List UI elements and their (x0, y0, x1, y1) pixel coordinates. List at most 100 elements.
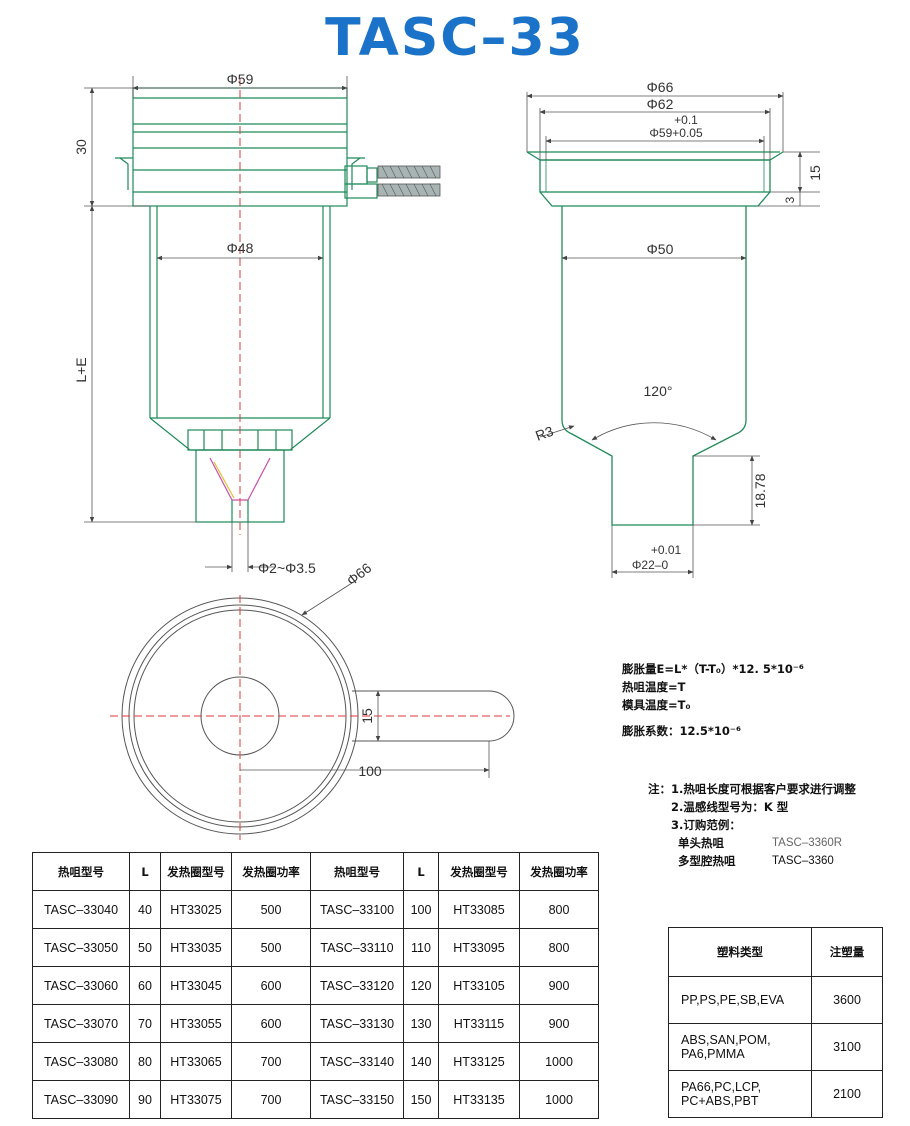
table-cell: 500 (231, 890, 311, 929)
table-cell: TASC–33050 (32, 928, 130, 967)
dim-section-angle: 120° (644, 383, 673, 399)
shot-weight-cell: 2100 (811, 1070, 883, 1118)
table-cell: TASC–33060 (32, 966, 130, 1005)
plastic-table-header: 塑料类型 注塑量 (668, 927, 883, 977)
table-cell: 600 (231, 966, 311, 1005)
table-cell: TASC–33110 (310, 928, 404, 967)
remark-1: 注：1.热咀长度可根据客户要求进行调整 (648, 782, 856, 796)
dim-section-radius: R3 (533, 423, 555, 444)
dim-top-width: 15 (359, 708, 375, 724)
table-cell: HT33135 (438, 1080, 520, 1119)
table-cell: 80 (129, 1042, 161, 1081)
order-example-2: 多型腔热咀 TASC–3360 (678, 854, 834, 868)
header-cell: 发热圈型号 (438, 852, 520, 891)
remark-2: 2.温感线型号为：K 型 (671, 800, 789, 814)
order-example-1: 单头热咀 TASC–3360R (678, 836, 843, 850)
dim-top-length: 100 (358, 763, 382, 779)
dim-front-top-diameter: Φ59 (227, 71, 254, 87)
remarks: 注：1.热咀长度可根据客户要求进行调整 2.温感线型号为：K 型 3.订购范例：… (648, 780, 856, 870)
header-cell: 热咀型号 (32, 852, 130, 891)
table-cell: TASC–33070 (32, 1004, 130, 1043)
dim-section-d62: Φ62 (647, 96, 674, 112)
plastic-type-cell: PA66,PC,LCP, PC+ABS,PBT (668, 1070, 812, 1118)
dim-section-tol2: +0.01 (651, 543, 682, 557)
table-cell: 60 (129, 966, 161, 1005)
header-cell: L (129, 852, 161, 891)
front-view (115, 87, 441, 523)
table-cell: 600 (231, 1004, 311, 1043)
table-cell: TASC–33120 (310, 966, 404, 1005)
table-cell: 120 (403, 966, 439, 1005)
dim-section-d66: Φ66 (647, 79, 674, 95)
plastic-type-cell: PP,PS,PE,SB,EVA (668, 976, 812, 1024)
table-cell: HT33045 (160, 966, 232, 1005)
header-cell: L (403, 852, 439, 891)
dim-front-body-diameter: Φ48 (227, 240, 254, 256)
table-cell: HT33095 (438, 928, 520, 967)
top-centerlines (110, 595, 510, 840)
table-cell: 700 (231, 1042, 311, 1081)
table-cell: 1000 (519, 1042, 599, 1081)
header-cell: 发热圈功率 (231, 852, 311, 891)
table-cell: 40 (129, 890, 161, 929)
table-cell: TASC–33140 (310, 1042, 404, 1081)
shot-weight-cell: 3600 (811, 976, 883, 1024)
header-cell: 发热圈型号 (160, 852, 232, 891)
table-cell: 130 (403, 1004, 439, 1043)
table-cell: 1000 (519, 1080, 599, 1119)
table-cell: 100 (403, 890, 439, 929)
table-cell: HT33115 (438, 1004, 520, 1043)
dim-section-h3: 3 (783, 196, 797, 203)
dim-section-d59: Φ59+0.05 (649, 126, 703, 140)
dim-front-gate: Φ2~Φ3.5 (258, 560, 316, 576)
dim-top-d66: Φ66 (343, 559, 374, 588)
spec-table-header: 热咀型号 L 发热圈型号 发热圈功率 热咀型号 L 发热圈型号 发热圈功率 (32, 852, 599, 891)
table-cell: TASC–33040 (32, 890, 130, 929)
dim-section-d22: Φ22–0 (632, 558, 669, 572)
section-dimensions (526, 92, 820, 578)
header-cell: 热咀型号 (310, 852, 404, 891)
table-cell: TASC–33130 (310, 1004, 404, 1043)
table-cell: TASC–33080 (32, 1042, 130, 1081)
table-cell: HT33125 (438, 1042, 520, 1081)
sensor-wire (377, 165, 441, 197)
table-cell: 900 (519, 966, 599, 1005)
table-cell: 50 (129, 928, 161, 967)
table-cell: 90 (129, 1080, 161, 1119)
formula-line-1: 膨胀量E=L*（T-T₀）*12. 5*10⁻⁶ (622, 662, 804, 676)
table-cell: TASC–33150 (310, 1080, 404, 1119)
table-cell: 140 (403, 1042, 439, 1081)
front-dimensions (84, 76, 348, 572)
dim-front-height: 30 (73, 139, 89, 155)
table-cell: 700 (231, 1080, 311, 1119)
table-cell: HT33025 (160, 890, 232, 929)
expansion-coefficient: 膨胀系数：12.5*10⁻⁶ (622, 724, 741, 738)
table-cell: 900 (519, 1004, 599, 1043)
table-cell: TASC–33090 (32, 1080, 130, 1119)
formula-line-3: 模具温度=T₀ (622, 698, 691, 712)
table-cell: 70 (129, 1004, 161, 1043)
remark-3: 3.订购范例： (671, 818, 741, 832)
table-cell: 110 (403, 928, 439, 967)
table-cell: HT33085 (438, 890, 520, 929)
shot-weight-cell: 3100 (811, 1023, 883, 1071)
header-cell: 发热圈功率 (519, 852, 599, 891)
header-cell: 注塑量 (811, 927, 883, 977)
plastic-type-cell: ABS,SAN,POM, PA6,PMMA (668, 1023, 812, 1071)
formula-line-2: 热咀温度=T (622, 680, 686, 694)
table-cell: 150 (403, 1080, 439, 1119)
dim-front-length: L+E (73, 357, 89, 382)
dim-section-tolerance: +0.1 (674, 113, 698, 127)
dim-section-h15: 15 (807, 165, 823, 181)
table-cell: HT33075 (160, 1080, 232, 1119)
